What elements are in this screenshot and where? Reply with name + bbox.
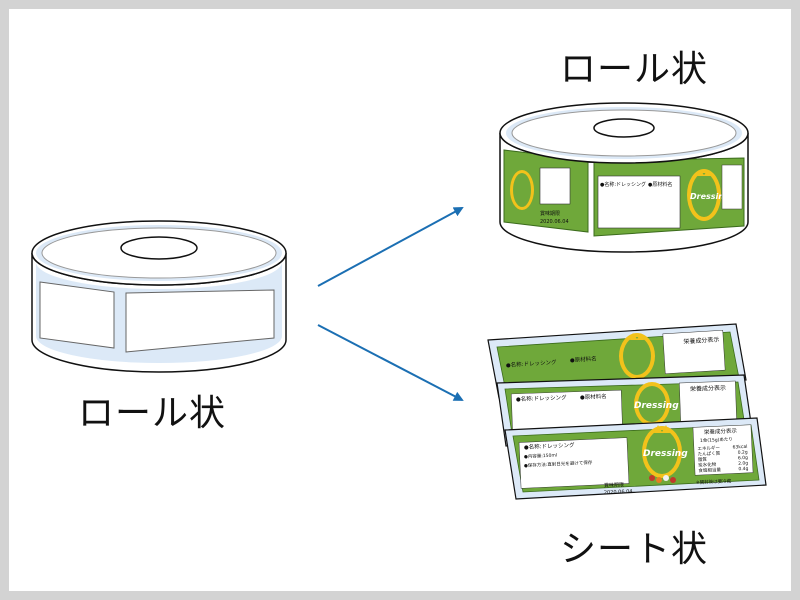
roll-ingredients-title: ●原材料名 bbox=[648, 181, 672, 188]
sheet-front-footnote: ※開封後は要冷蔵 bbox=[696, 477, 732, 486]
nutrition-row-value: 0.2g bbox=[738, 449, 748, 455]
blank-label-roll bbox=[31, 220, 287, 373]
roll-brand: Dressing bbox=[690, 192, 730, 201]
caption-left-roll: ロール状 bbox=[78, 393, 227, 434]
sheet-front-content-line: ●内容量:150ml bbox=[524, 452, 557, 460]
arrow-to-roll bbox=[317, 207, 464, 287]
nutrition-row-label: 炭水化物 bbox=[698, 461, 717, 469]
roll-name-line: ●名称:ドレッシング bbox=[600, 181, 646, 188]
nutrition-row-value: 0.4g bbox=[738, 466, 748, 472]
sheet-front-date: 2020.06.04 bbox=[604, 489, 633, 496]
sheet-back-nutrition-title: 栄養成分表示 bbox=[683, 335, 719, 345]
sheet-label-front: ●名称:ドレッシング ●内容量:150ml ●保存方法:直射日光を避けて保存 D… bbox=[504, 417, 767, 500]
roll-label-left: 賞味期限 2020.06.04 bbox=[503, 149, 589, 233]
arrow-to-sheet bbox=[317, 324, 464, 401]
sheet-labels: 栄養成分表示 ●名称:ドレッシング ●原材料名 ●名称:ドレッシング ●原材料名… bbox=[487, 323, 767, 500]
nutrition-row-label: 食塩相当量 bbox=[698, 466, 721, 474]
sheet-back-ingredients-title: ●原材料名 bbox=[570, 354, 597, 364]
sheet-mid-nutrition-title: 栄養成分表示 bbox=[690, 384, 726, 393]
sheet-front-storage-line: ●保存方法:直射日光を避けて保存 bbox=[524, 459, 593, 469]
roll-date: 2020.06.04 bbox=[540, 219, 569, 225]
printed-label-roll: 賞味期限 2020.06.04 ●名称:ドレッシング ●原材料名 Dressin… bbox=[499, 102, 749, 253]
roll-best-before: 賞味期限 bbox=[540, 210, 560, 217]
roll-label-right: ●名称:ドレッシング ●原材料名 Dressing bbox=[593, 157, 745, 237]
sheet-back-crown-icon bbox=[630, 333, 644, 340]
sheet-front-name-line: ●名称:ドレッシング bbox=[524, 441, 575, 451]
sheet-front-nutrition-title: 栄養成分表示 bbox=[704, 426, 738, 436]
nutrition-rows: エネルギー 63kcal たんぱく質 0.2g 脂質 6.0g 炭水化物 2.0g 食塩相当量 0… bbox=[697, 444, 748, 474]
sheet-front-crown-icon bbox=[654, 425, 670, 433]
sheet-mid-name-line: ●名称:ドレッシング bbox=[516, 393, 567, 403]
sheet-front-nutrition-sub: 1食(15g)あたり bbox=[700, 436, 733, 444]
caption-sheet: シート状 bbox=[560, 529, 709, 570]
nutrition-row-value: 63kcal bbox=[732, 444, 747, 451]
vegetable-icon bbox=[649, 475, 655, 481]
sheet-mid-brand: Dressing bbox=[634, 401, 679, 411]
nutrition-row-value: 2.0g bbox=[738, 460, 748, 466]
nutrition-row-value: 6.0g bbox=[738, 455, 748, 461]
roll-crown-icon bbox=[697, 170, 711, 176]
nutrition-row-label: エネルギー bbox=[697, 445, 720, 452]
sheet-back-name-line: ●名称:ドレッシング bbox=[506, 358, 558, 369]
nutrition-row-label: たんぱく質 bbox=[698, 450, 721, 458]
nutrition-row-label: 脂質 bbox=[698, 456, 708, 463]
sheet-front-brand: Dressing bbox=[643, 449, 688, 459]
caption-right-roll: ロール状 bbox=[560, 49, 709, 90]
sheet-mid-ingredients-title: ●原材料名 bbox=[580, 392, 607, 401]
sheet-front-best-before: 賞味期限 bbox=[604, 481, 624, 489]
